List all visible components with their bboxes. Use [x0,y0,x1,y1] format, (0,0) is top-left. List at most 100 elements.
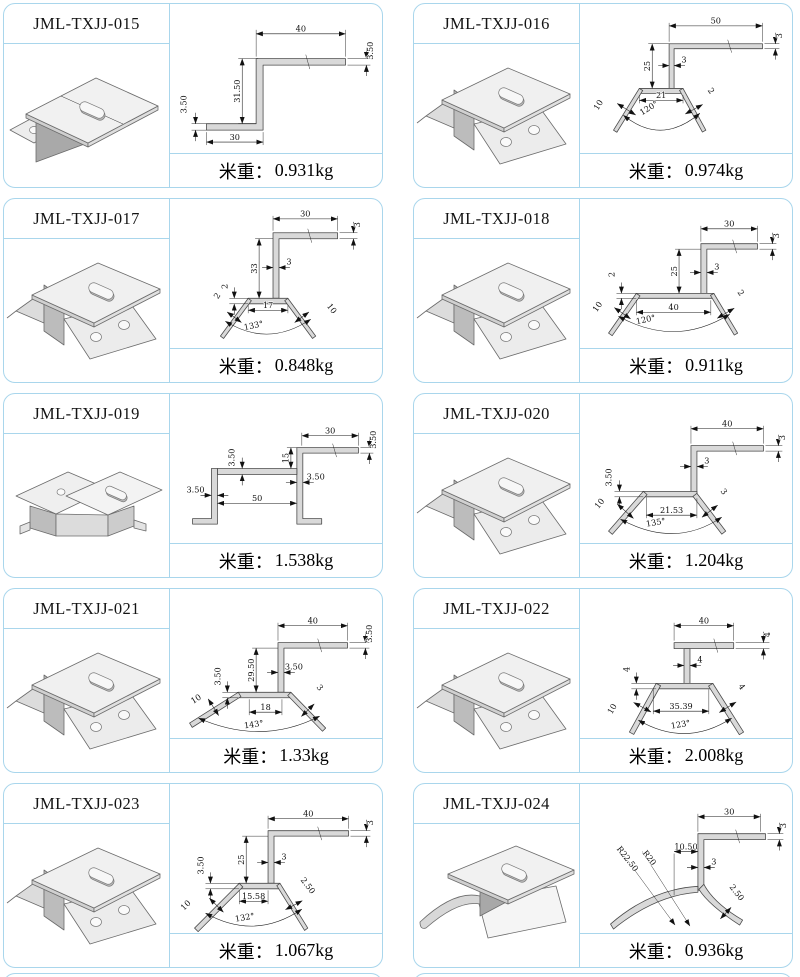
break-tick [317,826,322,841]
dim-label: 3.50 [368,431,378,449]
dim-label: 10 [592,496,606,510]
dim-label: 3.50 [365,42,375,60]
product-left-panel: JML-TXJJ-015 [4,4,170,187]
dim-label: 3 [771,233,781,238]
dimension-line [617,503,634,519]
profile-shape [237,691,292,699]
dim-label: 21.53 [660,505,683,515]
dimension-line [226,311,242,323]
dim-label: 3.50 [604,468,614,486]
dim-label: 30 [300,209,310,219]
dim-label: 10.50 [674,841,697,851]
profile-shape [610,885,699,930]
dim-label: 29.50 [246,659,256,682]
angle-arc [618,313,730,332]
product-left-panel: JML-TXJJ-020 [414,394,580,577]
profile-shape [642,490,698,498]
dimension-line [301,703,315,717]
bracket-3d [416,652,571,750]
dim-label: 10 [590,299,604,313]
weight-row: 米重：1.067kg [170,933,382,967]
weight-label: 米重： [218,551,273,572]
weight-row: 米重：0.936kg [580,933,792,967]
dim-label: 2 [606,272,616,277]
dim-label: 15.58 [242,891,265,901]
dim-label: 4 [621,667,631,672]
dim-label: 30 [724,219,734,229]
dim-label: 25 [642,61,652,71]
break-tick [727,39,732,53]
product-left-panel: JML-TXJJ-018 [414,199,580,382]
bracket-3d [6,847,161,945]
angle-arc [205,908,302,927]
isometric-view [4,44,169,187]
dim-label: 25 [669,266,679,276]
product-code: JML-TXJJ-023 [4,784,169,824]
profile-shape [267,830,349,884]
dim-label: 30 [230,132,240,142]
profile-shape [697,833,766,891]
angle-arc [620,516,722,534]
product-code: JML-TXJJ-022 [414,589,579,629]
weight-value: 0.911kg [685,355,743,375]
dim-label: 3 [365,820,375,825]
dim-label: 123° [670,717,691,730]
bracket-3d [416,67,571,165]
dim-label: 17 [263,300,273,310]
dim-label: 40 [668,302,678,312]
dim-label: 3.50 [179,95,189,113]
dim-label: R20 [641,848,659,867]
angle-arc [623,113,701,131]
bracket-3d [416,457,571,555]
weight-row: 米重：0.911kg [580,348,792,382]
break-tick [317,638,322,653]
dim-label: 133° [243,318,264,332]
product-code: JML-TXJJ-021 [4,589,169,629]
isometric-drawing [15,471,163,537]
profile-shape [296,447,359,525]
dim-label: 10 [189,692,203,706]
dim-label: 33 [249,263,259,273]
dim-label: 3 [777,435,787,440]
dim-label: 3 [681,55,686,65]
isometric-drawing [419,845,575,939]
product-code: JML-TXJJ-019 [4,394,169,434]
profile-shape [692,492,727,535]
next-row-cell-stub [413,973,793,977]
weight-value: 0.848kg [274,355,334,375]
weight-row: 米重：2.008kg [580,738,792,772]
dim-label: R22.50 [615,844,641,873]
weight-value: 0.936kg [684,940,744,960]
profile-shape [287,691,327,732]
dim-label: 4 [762,632,772,637]
profile-shape [276,882,309,931]
isometric-view [414,824,579,967]
bracket-3d [15,471,163,537]
isometric-drawing [6,847,161,945]
bracket-3d [6,652,161,750]
profile-shape [192,468,218,525]
profile-shape [673,642,735,649]
profile-shape [206,58,346,131]
profile-shape [698,883,744,926]
weight-value: 0.974kg [684,160,744,180]
weight-label: 米重： [218,161,273,182]
product-left-panel: JML-TXJJ-017 [4,199,170,382]
weight-value: 0.931kg [274,160,334,180]
profile-shape [238,882,281,890]
weight-label: 米重： [628,161,683,182]
angle-arc [198,715,320,732]
